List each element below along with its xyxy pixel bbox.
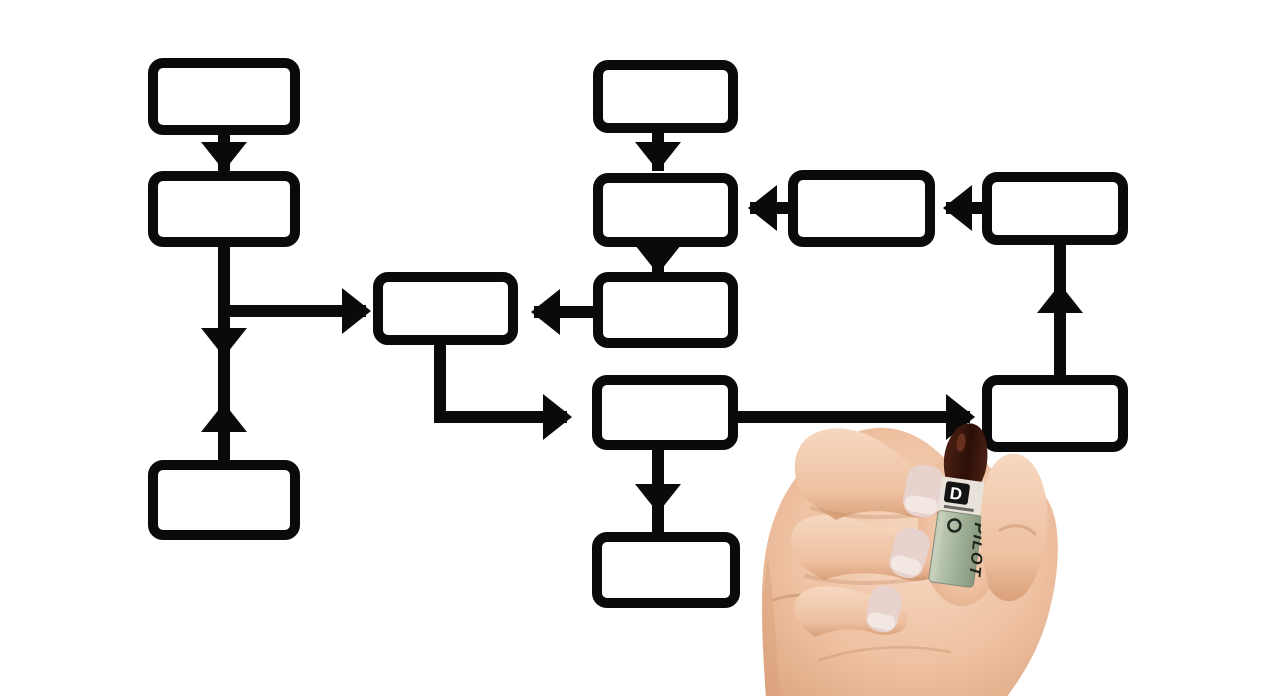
marker-logo-letter: D	[949, 484, 964, 505]
flow-node-bottom-left	[148, 460, 300, 540]
thumb	[980, 453, 1048, 602]
arrowhead-left-icon	[531, 289, 560, 335]
arrowhead-down-icon	[635, 245, 681, 274]
arrowhead-down-icon	[201, 328, 247, 357]
flow-node-center-top	[593, 60, 738, 133]
flow-node-far-right-bottom	[982, 375, 1128, 452]
flowchart	[148, 58, 1128, 608]
arrowhead-down-icon	[201, 142, 247, 171]
marker-label-logo	[947, 518, 962, 533]
flow-node-center-4	[592, 375, 738, 450]
palm-crease	[818, 646, 952, 662]
marker-tip	[943, 423, 988, 485]
flow-node-center-3	[593, 272, 738, 348]
finger-shadow	[804, 574, 927, 585]
marker-tip-highlight	[956, 433, 966, 452]
palm-edge-shadow	[762, 558, 780, 696]
arrowhead-left-icon	[943, 185, 972, 231]
arrowhead-right-icon	[342, 288, 371, 334]
index-fingernail-tip	[904, 495, 938, 515]
marker-label-highlight	[929, 511, 946, 582]
flow-node-center-bottom	[592, 532, 740, 608]
index-finger	[794, 428, 946, 520]
marker-pen: D PILOT	[928, 423, 988, 588]
flow-node-far-right-top	[982, 172, 1128, 245]
arrowhead-right-icon	[946, 394, 975, 440]
marker-logo	[943, 481, 970, 505]
flow-node-center-2	[593, 173, 738, 247]
flow-node-mid-left	[373, 272, 518, 345]
flow-edge-mid-left-to-center-4	[434, 339, 567, 423]
flow-node-top-left-1	[148, 58, 300, 135]
arrowhead-right-icon	[543, 394, 572, 440]
marker-band-fineprint	[943, 504, 974, 512]
flow-node-center-right	[788, 170, 935, 247]
arrowhead-down-icon	[635, 484, 681, 513]
ring-fingernail-tip	[867, 612, 896, 631]
arrowhead-down-icon	[635, 142, 681, 171]
arrowhead-up-icon	[201, 403, 247, 432]
ring-finger	[794, 585, 908, 637]
thumb-crease	[998, 524, 1037, 536]
middle-fingernail-tip	[890, 555, 922, 576]
middle-finger	[791, 515, 942, 585]
flow-node-top-left-2	[148, 171, 300, 247]
arrowhead-up-icon	[1037, 284, 1083, 313]
arrowhead-left-icon	[748, 185, 777, 231]
thumb-flesh	[980, 453, 1048, 602]
